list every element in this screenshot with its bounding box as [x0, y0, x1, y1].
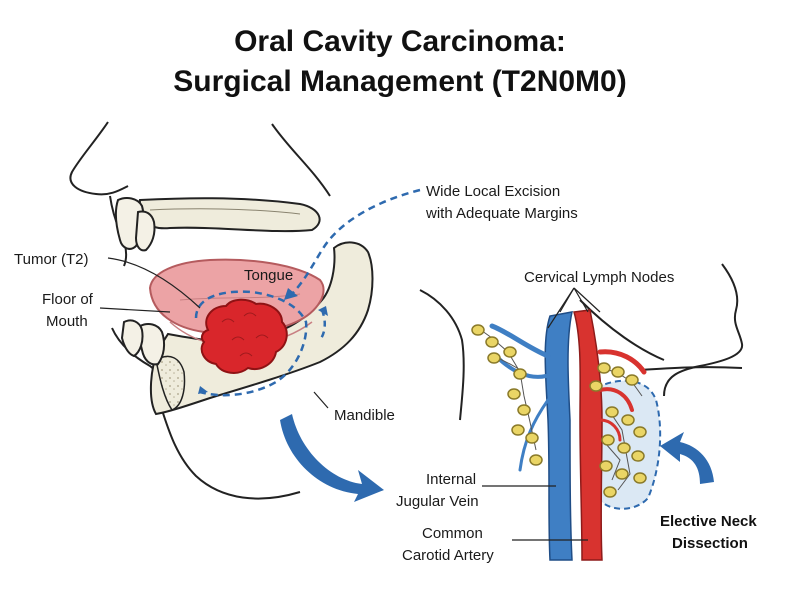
lower-teeth — [120, 319, 166, 366]
margin-arrowhead-1 — [198, 386, 208, 394]
label-ijv-line-2: Jugular Vein — [396, 493, 479, 510]
label-tongue: Tongue — [244, 267, 293, 284]
label-floor-of-mouth-line-1: Floor of — [42, 291, 94, 308]
neck-dissection-arrow — [660, 432, 714, 484]
tumor-texture — [221, 312, 269, 357]
page-title-line-2: Surgical Management (T2N0M0) — [173, 65, 627, 98]
label-neck-dissection-line-2: Dissection — [672, 535, 748, 552]
maxilla — [138, 197, 321, 233]
label-excision-line-1: Wide Local Excision — [426, 183, 560, 200]
label-cca-line-2: Carotid Artery — [402, 547, 494, 564]
common-carotid-artery — [573, 309, 603, 561]
lymph-nodes — [471, 324, 647, 498]
label-neck-dissection-line-1: Elective Neck — [660, 513, 757, 530]
excision-pointer-head — [284, 288, 298, 300]
label-cca-line-1: Common — [422, 525, 483, 542]
tumor-mass — [200, 298, 288, 374]
transition-arrow — [280, 414, 384, 502]
label-excision-line-2: with Adequate Margins — [425, 205, 578, 222]
internal-jugular-vein — [544, 311, 573, 561]
page-title-line-1: Oral Cavity Carcinoma: — [234, 25, 566, 58]
neck-outline — [419, 263, 744, 421]
label-mandible: Mandible — [334, 407, 395, 424]
upper-teeth — [114, 197, 156, 252]
leader-lines — [99, 257, 601, 541]
label-floor-of-mouth-line-2: Mouth — [46, 313, 88, 330]
label-ijv-line-1: Internal — [426, 471, 476, 488]
excision-margin — [194, 290, 308, 397]
label-tumor: Tumor (T2) — [14, 251, 88, 268]
excision-pointer — [289, 188, 421, 297]
label-cervical-lymph-nodes: Cervical Lymph Nodes — [524, 269, 674, 286]
margin-arrowhead-2 — [318, 306, 328, 316]
